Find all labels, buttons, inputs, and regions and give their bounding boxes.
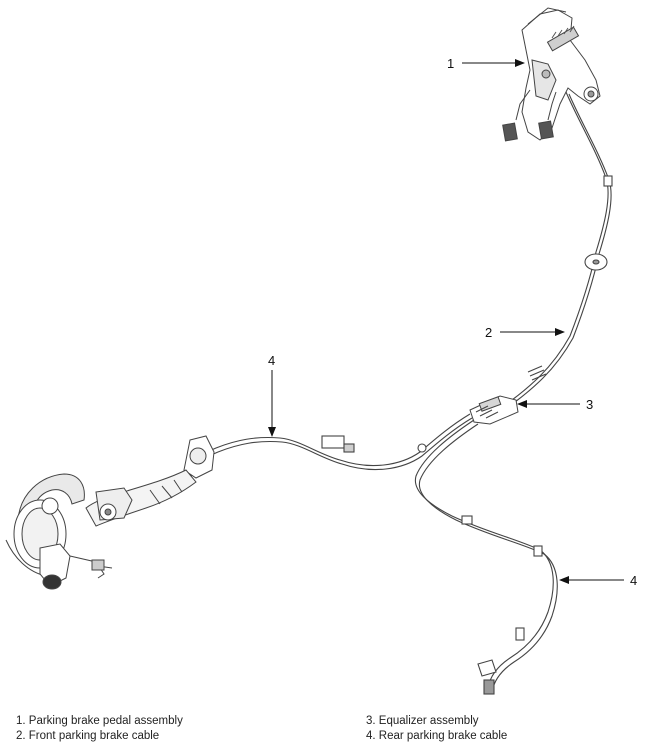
rear-parking-brake-cable-left — [185, 413, 473, 485]
legend-item-equalizer: 3. Equalizer assembly — [366, 715, 479, 727]
legend-item-front-cable: 2. Front parking brake cable — [16, 730, 160, 742]
callout-1: 1 — [447, 56, 455, 71]
rear-suspension-knuckle — [5, 435, 215, 590]
legend-item-pedal-assembly: 1. Parking brake pedal assembly — [16, 715, 183, 727]
front-parking-brake-cable — [511, 91, 613, 403]
parking-brake-system-diagram — [5, 7, 624, 695]
parking-brake-pedal-assembly — [502, 7, 601, 142]
equalizer-assembly — [469, 395, 519, 425]
callout-2: 2 — [485, 325, 493, 340]
callout-4-left: 4 — [268, 353, 276, 368]
rear-parking-brake-cable-right — [414, 419, 558, 695]
leader-arrows — [268, 59, 624, 584]
callout-4-right: 4 — [630, 573, 638, 588]
legend-column-left: 1. Parking brake pedal assembly 2. Front… — [16, 714, 183, 744]
callout-3: 3 — [586, 397, 594, 412]
legend-item-rear-cable: 4. Rear parking brake cable — [366, 730, 508, 742]
legend-column-right: 3. Equalizer assembly 4. Rear parking br… — [366, 714, 507, 744]
